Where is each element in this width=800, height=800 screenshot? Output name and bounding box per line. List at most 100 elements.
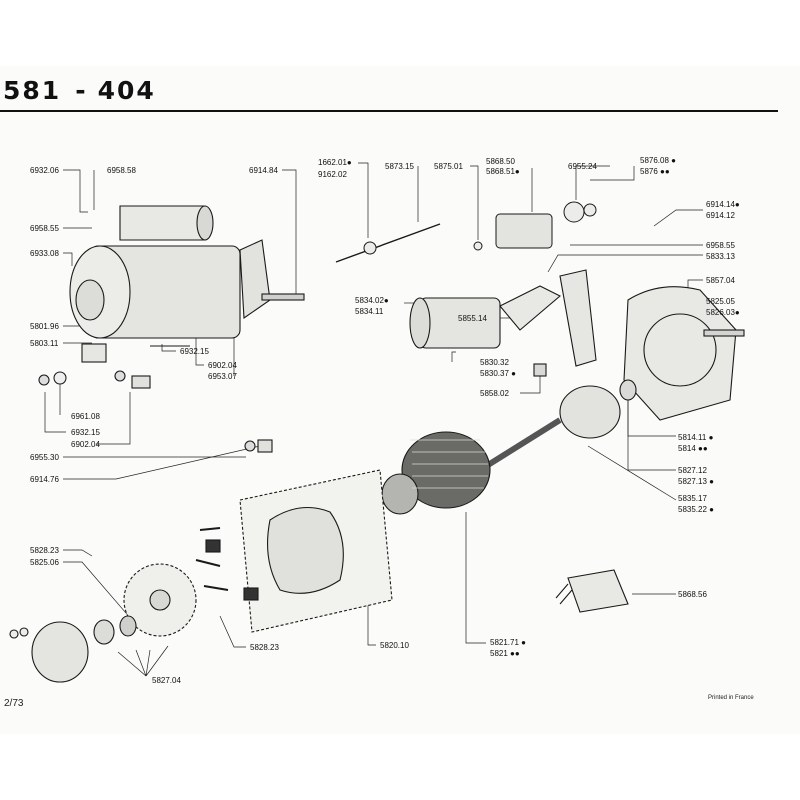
leader-6955-24 [575, 165, 610, 200]
washer-6902 [114, 370, 126, 382]
end-cover-boss [75, 279, 105, 321]
leader-6914-14 [653, 209, 703, 227]
label-6914-12: 6914.12 [706, 211, 735, 220]
washer-5827-a [93, 619, 115, 645]
marker-5814-11: ● [708, 433, 714, 442]
label-5876: 5876 ●● [640, 167, 670, 176]
label-5857-04: 5857.04 [706, 276, 735, 285]
pin-5858 [533, 363, 547, 377]
brush-plate-hub [149, 589, 171, 611]
marker-5821-71: ● [521, 638, 526, 647]
label-5814-text: 5814 [678, 444, 696, 453]
label-5820-10: 5820.10 [380, 641, 409, 650]
label-6961-08: 6961.08 [71, 412, 100, 421]
leader-5876-08 [590, 166, 635, 181]
end-cap [31, 621, 89, 683]
label-6955-24: 6955.24 [568, 162, 597, 171]
leader-5821-71 [465, 512, 486, 644]
label-5835-22: 5835.22 ● [678, 505, 714, 514]
vehicle-number: 404 [97, 76, 156, 105]
label-5827-13: 5827.13 ● [678, 477, 714, 486]
label-5821-71-text: 5821.71 [490, 638, 519, 647]
label-5814-11: 5814.11 ● [678, 433, 713, 442]
label-5834-02-text: 5834.02 [355, 296, 384, 305]
label-5814-11-text: 5814.11 [678, 433, 707, 442]
label-5825-06: 5825.06 [30, 558, 59, 567]
nut-6932 [38, 374, 50, 386]
label-5830-32: 5830.32 [480, 358, 509, 367]
label-6953-07: 6953.07 [208, 372, 237, 381]
housing-bore [643, 313, 717, 387]
solenoid-on-motor [119, 205, 206, 241]
label-6958-58: 6958.58 [107, 166, 136, 175]
leader-5825-06 [63, 561, 133, 621]
field-leads [195, 527, 229, 591]
label-9162-02: 9162.02 [318, 170, 347, 179]
leader-5828-23-top [63, 549, 93, 557]
starter-motor-assembly [38, 205, 305, 453]
washer-5827-b [119, 615, 137, 637]
label-6914-14: 6914.14● [706, 200, 740, 209]
model-number: 581 [3, 76, 62, 105]
washer-left-a [9, 629, 19, 639]
through-bolt [261, 293, 305, 301]
armature-slots [410, 439, 488, 489]
leader-lines [44, 162, 703, 677]
bolt-6914-76 [257, 439, 273, 453]
label-1662-01: 1662.01● [318, 158, 352, 167]
plunger-5855 [499, 285, 561, 331]
label-5875-01: 5875.01 [434, 162, 463, 171]
label-6933-08: 6933.08 [30, 249, 59, 258]
label-6914-84: 6914.84 [249, 166, 278, 175]
label-6902-04-b: 6902.04 [71, 440, 100, 449]
leader-5858-02 [520, 372, 541, 394]
label-5827-12: 5827.12 [678, 466, 707, 475]
marker-5876-08: ● [671, 156, 676, 165]
label-6932-06: 6932.06 [30, 166, 59, 175]
label-6932-15-b: 6932.15 [71, 428, 100, 437]
marker-5821: ●● [510, 649, 520, 658]
label-5826-03-text: 5826.03 [706, 308, 735, 317]
leader-5827-04 [117, 645, 169, 677]
label-5828-23-top: 5828.23 [30, 546, 59, 555]
label-6914-76: 6914.76 [30, 475, 59, 484]
label-5827-04: 5827.04 [152, 676, 181, 685]
marker-5826-03: ● [734, 308, 740, 317]
marker-5835-22: ● [709, 505, 714, 514]
label-5876-08: 5876.08 ● [640, 156, 676, 165]
solenoid-face [409, 297, 431, 349]
leader-6932-15-a [161, 344, 176, 352]
solenoid-cap [196, 205, 214, 241]
collar-5814 [619, 379, 637, 401]
leader-5833-13 [547, 254, 703, 273]
label-5876-text: 5876 [640, 167, 658, 176]
leader-6902-04-b [96, 392, 131, 445]
leader-5828-23-bottom [219, 615, 246, 648]
brush-5828-a [205, 539, 221, 553]
washer-6961 [53, 371, 67, 385]
body-detail-lines [140, 337, 200, 347]
pinion-clutch-5835 [559, 385, 621, 439]
brush-5828-b [243, 587, 259, 601]
label-6955-30: 6955.30 [30, 453, 59, 462]
leader-5835-17 [587, 445, 677, 501]
marker-5827-13: ● [709, 477, 714, 486]
label-5801-96: 5801.96 [30, 322, 59, 331]
connector-wires [555, 583, 573, 605]
drive-end-housing [623, 286, 745, 421]
solenoid-5834 [419, 297, 501, 349]
leader-5827-12 [627, 400, 676, 471]
marker-5830-37: ● [511, 369, 516, 378]
pinion-and-shaft [478, 379, 637, 473]
label-5830-37: 5830.37 ● [480, 369, 516, 378]
marker-5834-02: ● [383, 296, 389, 305]
field-coil-5820 [267, 507, 344, 594]
leader-5875-01 [470, 165, 479, 240]
commutator [381, 473, 419, 515]
label-5868-56: 5868.56 [678, 590, 707, 599]
leader-6932-15-b [44, 392, 66, 433]
label-5821: 5821 ●● [490, 649, 520, 658]
leader-5830-32 [451, 351, 456, 362]
washer-6955 [244, 440, 256, 452]
drive-housing [239, 239, 271, 320]
